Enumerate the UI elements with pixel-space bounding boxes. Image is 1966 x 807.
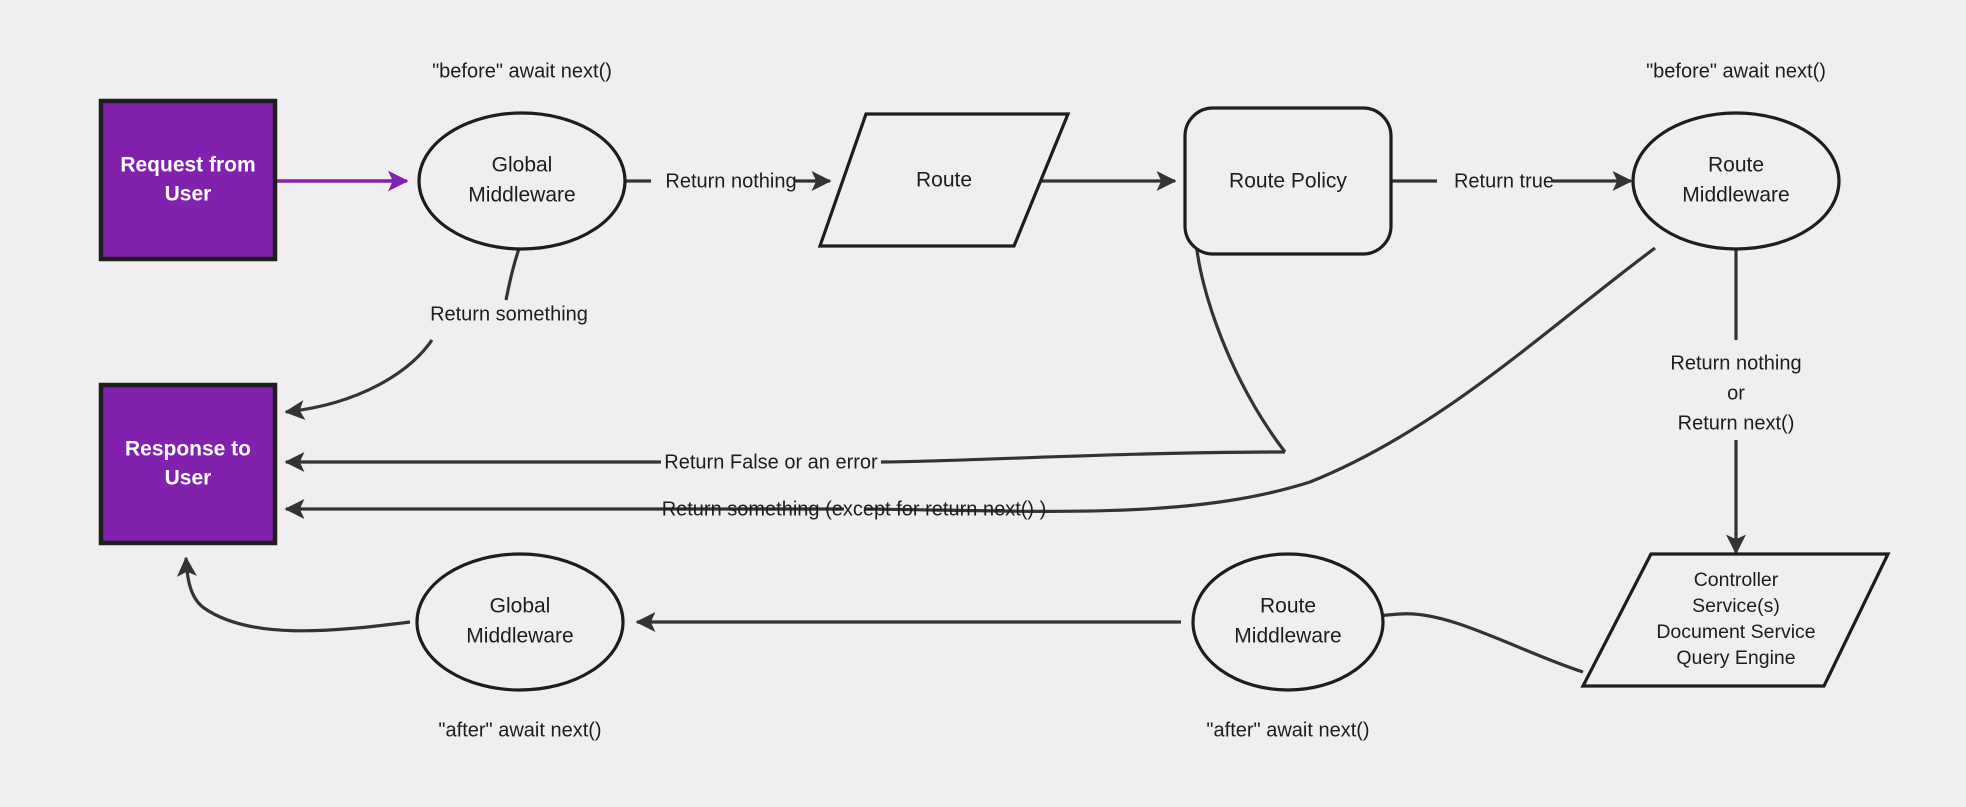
edge-label-return-false-or-error: Return False or an error (664, 451, 878, 473)
node-route[interactable]: Route (817, 112, 1071, 248)
edge-label-return-nothing: Return nothing (665, 170, 796, 192)
global-middleware-before-label-line1: Global (492, 154, 553, 177)
controller-label-line1: Controller (1694, 569, 1779, 591)
node-route-policy[interactable]: Route Policy (1183, 106, 1393, 256)
edge-label-route-mw-down-line1: Return nothing (1670, 352, 1801, 374)
global-middleware-after-ellipse[interactable] (415, 552, 625, 692)
node-route-middleware-after[interactable]: Route Middleware (1191, 552, 1385, 692)
annotation-before-await-next-global: "before" await next() (432, 60, 612, 82)
route-middleware-after-label-line2: Middleware (1234, 625, 1341, 648)
route-policy-box[interactable] (1183, 106, 1393, 256)
edge-global-middleware-after-to-response (176, 556, 411, 633)
request-from-user-label-line1: Request from (120, 154, 255, 177)
route-parallelogram[interactable] (817, 112, 1071, 248)
edge-label-return-something-global: Return something (430, 303, 588, 325)
controller-label-line3: Document Service (1656, 621, 1815, 643)
edge-route-middleware-to-response-curve (864, 246, 1656, 513)
controller-label-line4: Query Engine (1676, 647, 1795, 669)
edge-label-return-something-except-next: Return something (except for return next… (662, 498, 1047, 520)
edge-label-route-mw-down-line3: Return next() (1678, 412, 1795, 434)
annotation-before-await-next-route-mw: "before" await next() (1646, 60, 1826, 82)
node-request-from-user[interactable]: Request from User (98, 98, 278, 262)
edge-route-policy-to-response-mid (880, 450, 1286, 464)
response-to-user-label-line2: User (165, 467, 212, 490)
edge-label-route-mw-down-line2: or (1727, 382, 1745, 404)
global-middleware-before-label-line2: Middleware (468, 184, 575, 207)
global-middleware-after-label-line2: Middleware (466, 625, 573, 648)
route-middleware-before-ellipse[interactable] (1631, 111, 1841, 251)
global-middleware-before-ellipse[interactable] (417, 111, 627, 251)
edge-global-middleware-to-response (284, 339, 434, 420)
edge-label-return-true: Return true (1454, 170, 1554, 192)
route-middleware-before-label-line1: Route (1708, 154, 1764, 177)
route-middleware-after-label-line1: Route (1260, 595, 1316, 618)
response-to-user-label-line1: Response to (125, 438, 251, 461)
route-middleware-after-ellipse[interactable] (1191, 552, 1385, 692)
edge-route-policy-to-response-curve (1194, 240, 1287, 453)
node-controller-services[interactable]: Controller Service(s) Document Service Q… (1580, 552, 1891, 688)
request-from-user-box[interactable] (98, 98, 278, 262)
route-policy-label: Route Policy (1229, 170, 1347, 193)
controller-label-line2: Service(s) (1692, 595, 1780, 617)
annotation-after-await-next-route-mw: "after" await next() (1206, 719, 1369, 741)
node-global-middleware-after[interactable]: Global Middleware (415, 552, 625, 692)
request-from-user-label-line2: User (165, 183, 212, 206)
node-global-middleware-before[interactable]: Global Middleware (417, 111, 627, 251)
route-label: Route (916, 169, 972, 192)
annotation-after-await-next-global: "after" await next() (438, 719, 601, 741)
route-middleware-before-label-line2: Middleware (1682, 184, 1789, 207)
controller-parallelogram[interactable] (1580, 552, 1891, 688)
node-route-middleware-before[interactable]: Route Middleware (1631, 111, 1841, 251)
response-to-user-box[interactable] (98, 382, 278, 546)
global-middleware-after-label-line1: Global (490, 595, 551, 618)
node-response-to-user[interactable]: Response to User (98, 382, 278, 546)
